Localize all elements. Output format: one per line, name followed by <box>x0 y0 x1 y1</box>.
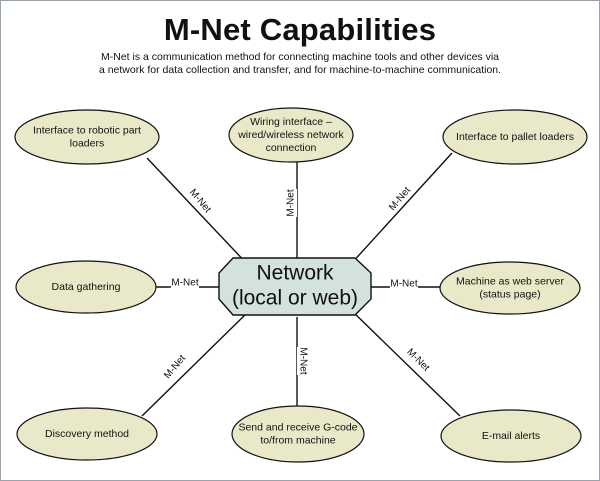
capability-node-label: to/from machine <box>260 434 335 446</box>
connector-label-group: M-Net <box>390 278 418 290</box>
capability-node: E-mail alerts <box>440 409 582 463</box>
connector-label-bg <box>161 352 189 382</box>
capability-node-label: Data gathering <box>52 281 121 293</box>
capability-node-ellipse <box>228 107 354 163</box>
connector-label-bg <box>390 278 418 290</box>
capability-node-ellipse <box>15 260 157 314</box>
capability-node-label: Machine as web server <box>456 275 564 287</box>
connector-label-bg <box>297 347 309 375</box>
capability-node-label: Interface to robotic part <box>33 124 141 136</box>
network-hub: Network(local or web) <box>218 257 372 316</box>
subtitle-line: M-Net is a communication method for conn… <box>100 51 500 63</box>
capability-node: Wiring interface –wired/wireless network… <box>228 107 354 163</box>
connector-label: M-Net <box>171 278 198 289</box>
capability-node: Data gathering <box>15 260 157 314</box>
capability-node-ellipse <box>14 109 160 165</box>
capability-node-label: Wiring interface – <box>250 116 332 128</box>
connector-line <box>350 309 461 417</box>
capability-node-label: wired/wireless network <box>237 129 344 141</box>
connector-label-bg <box>186 186 214 216</box>
connector-label-group: M-Net <box>403 345 433 375</box>
connector-label-group: M-Net <box>297 347 309 375</box>
capability-node: Machine as web server(status page) <box>439 261 581 315</box>
page-subtitle: M-Net is a communication method for conn… <box>40 51 560 77</box>
connector-label-group: M-Net <box>161 352 189 382</box>
connector-label-group: M-Net <box>171 277 199 289</box>
connector-label-group: M-Net <box>186 186 214 216</box>
connector-label: M-Net <box>162 353 188 381</box>
network-hub-label: (local or web) <box>232 287 358 310</box>
capability-node: Interface to pallet loaders <box>442 109 588 165</box>
capability-node-label: loaders <box>70 137 104 149</box>
connector-label-bg <box>171 277 199 289</box>
connector-line <box>349 152 453 266</box>
page-title: M-Net Capabilities <box>163 12 437 47</box>
connector-label-bg <box>285 189 297 217</box>
capability-node-ellipse <box>442 109 588 165</box>
capability-node-label: (status page) <box>479 288 540 300</box>
connector-line <box>146 157 251 268</box>
capability-node-ellipse <box>439 261 581 315</box>
network-hub-label: Network <box>256 262 334 285</box>
capability-node-ellipse <box>440 409 582 463</box>
connector-label: M-Net <box>390 279 417 290</box>
capability-node-label: Send and receive G-code <box>238 421 357 433</box>
connector-label-bg <box>386 184 414 214</box>
capability-node-label: E-mail alerts <box>482 430 540 442</box>
capability-node-label: Interface to pallet loaders <box>456 131 574 143</box>
connector-line <box>141 309 251 417</box>
capability-node-label: Discovery method <box>45 428 129 440</box>
capability-node-ellipse <box>16 407 158 461</box>
network-hub-shape <box>218 257 372 316</box>
connector-label-bg <box>403 345 433 375</box>
capability-node-label: connection <box>266 142 317 154</box>
capability-node: Discovery method <box>16 407 158 461</box>
subtitle-line: a network for data collection and transf… <box>98 64 502 76</box>
connector-label: M-Net <box>297 347 308 374</box>
connector-label: M-Net <box>404 347 431 374</box>
capability-node-ellipse <box>231 405 365 463</box>
connector-label-group: M-Net <box>285 189 297 217</box>
connector-label: M-Net <box>286 189 297 216</box>
connector-label: M-Net <box>187 187 213 215</box>
